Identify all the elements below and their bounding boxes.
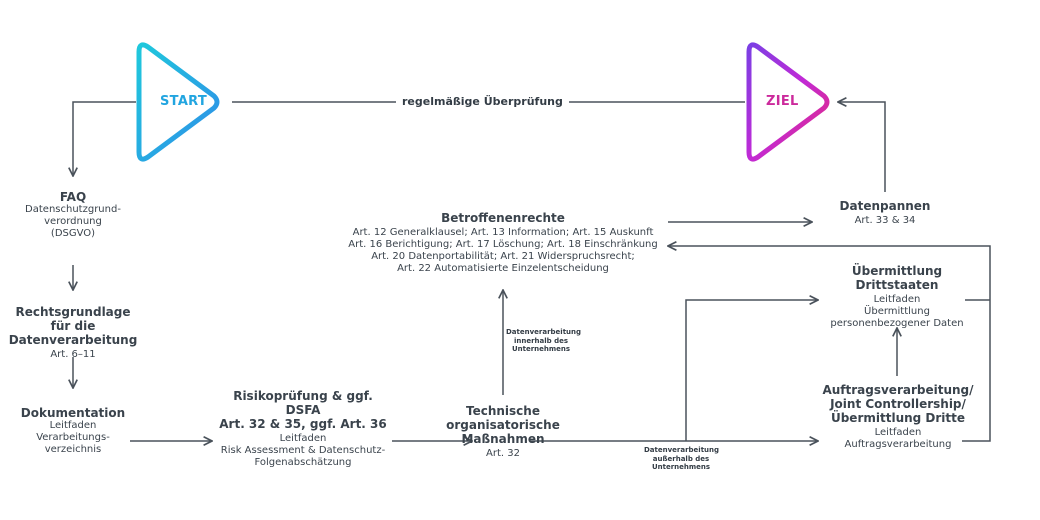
- innerhalb-line: Unternehmens: [511, 345, 571, 353]
- betroffenenrechte-line: Art. 16 Berichtigung; Art. 17 Löschung; …: [348, 239, 658, 250]
- drittstaaten-title: Übermittlung Drittstaaten: [851, 264, 943, 292]
- tom-title: Maßnahmen: [461, 432, 545, 446]
- risiko-title: Art. 32 & 35, ggf. Art. 36: [219, 417, 387, 431]
- arrow-start-faq: [73, 101, 136, 176]
- faq-line: Datenschutzgrund-: [25, 204, 121, 215]
- faq-line: verordnung: [44, 216, 102, 227]
- start-triangle: [136, 42, 220, 162]
- review-label: regelmäßige Überprüfung: [396, 95, 569, 108]
- dokumentation-line: verzeichnis: [44, 444, 102, 455]
- drittstaaten-line: Übermittlung: [864, 306, 930, 317]
- betroffenenrechte-line: Art. 20 Datenportabilität; Art. 21 Wider…: [371, 251, 635, 262]
- dokumentation-node: Dokumentation Leitfaden Verarbeitungs- v…: [18, 406, 128, 456]
- risiko-line: Leitfaden: [279, 433, 327, 444]
- ziel-triangle: [746, 42, 830, 162]
- datenpannen-node: Datenpannen Art. 33 & 34: [830, 199, 940, 227]
- innerhalb-label: Datenverarbeitung innerhalb des Unterneh…: [506, 328, 582, 354]
- faq-title: FAQ: [59, 190, 87, 204]
- dokumentation-title: Dokumentation: [20, 406, 126, 420]
- rechtsgrundlage-title: Rechtsgrundlage: [15, 305, 131, 319]
- drittstaaten-line: personenbezogener Daten: [830, 318, 964, 329]
- auftrag-title: Auftragsverarbeitung/: [822, 383, 974, 397]
- auftrag-node: Auftragsverarbeitung/ Joint Controllersh…: [820, 383, 976, 451]
- auftrag-line: Auftragsverarbeitung: [844, 439, 952, 450]
- risiko-line: Risk Assessment & Datenschutz-: [220, 445, 386, 456]
- datenpannen-title: Datenpannen: [839, 199, 931, 213]
- auftrag-title: Joint Controllership/: [830, 397, 966, 411]
- faq-node: FAQ Datenschutzgrund- verordnung (DSGVO): [18, 190, 128, 240]
- datenpannen-sub: Art. 33 & 34: [854, 215, 916, 226]
- arrow-branch-drittstaaten: [685, 300, 818, 441]
- ziel-label: ZIEL: [766, 94, 799, 109]
- risiko-node: Risikoprüfung & ggf. DSFA Art. 32 & 35, …: [214, 389, 392, 469]
- tom-node: Technische organisatorische Maßnahmen Ar…: [410, 404, 596, 460]
- risiko-line: Folgenabschätzung: [254, 457, 352, 468]
- betroffenenrechte-line: Art. 22 Automatisierte Einzelentscheidun…: [397, 263, 609, 274]
- faq-line: (DSGVO): [50, 228, 96, 239]
- ausserhalb-line: außerhalb des: [652, 454, 710, 463]
- drittstaaten-line: Leitfaden: [873, 294, 921, 305]
- ausserhalb-line: Datenverarbeitung: [644, 446, 720, 454]
- betroffenenrechte-title: Betroffenenrechte: [441, 211, 565, 225]
- ausserhalb-line: Unternehmens: [651, 463, 711, 471]
- arrow-loop-betroffenenrechte: [668, 246, 991, 442]
- betroffenenrechte-node: Betroffenenrechte Art. 12 Generalklausel…: [338, 211, 668, 275]
- dokumentation-line: Verarbeitungs-: [36, 432, 110, 443]
- innerhalb-line: Datenverarbeitung: [506, 328, 582, 336]
- start-label: START: [160, 94, 208, 109]
- auftrag-title: Übermittlung Dritte: [830, 411, 966, 425]
- ausserhalb-label: Datenverarbeitung außerhalb des Unterneh…: [644, 446, 720, 472]
- innerhalb-line: innerhalb des: [513, 336, 569, 345]
- tom-sub: Art. 32: [486, 448, 520, 459]
- dokumentation-line: Leitfaden: [49, 420, 97, 431]
- rechtsgrundlage-sub: Art. 6–11: [50, 349, 96, 360]
- risiko-title: Risikoprüfung & ggf. DSFA: [233, 389, 373, 417]
- rechtsgrundlage-title: für die Datenverarbeitung: [8, 319, 138, 347]
- tom-title: Technische organisatorische: [446, 404, 560, 432]
- auftrag-line: Leitfaden: [874, 427, 922, 438]
- betroffenenrechte-line: Art. 12 Generalklausel; Art. 13 Informat…: [352, 227, 654, 238]
- drittstaaten-node: Übermittlung Drittstaaten Leitfaden Über…: [812, 264, 982, 330]
- rechtsgrundlage-node: Rechtsgrundlage für die Datenverarbeitun…: [0, 305, 148, 361]
- arrow-datenpannen-ziel: [838, 102, 886, 192]
